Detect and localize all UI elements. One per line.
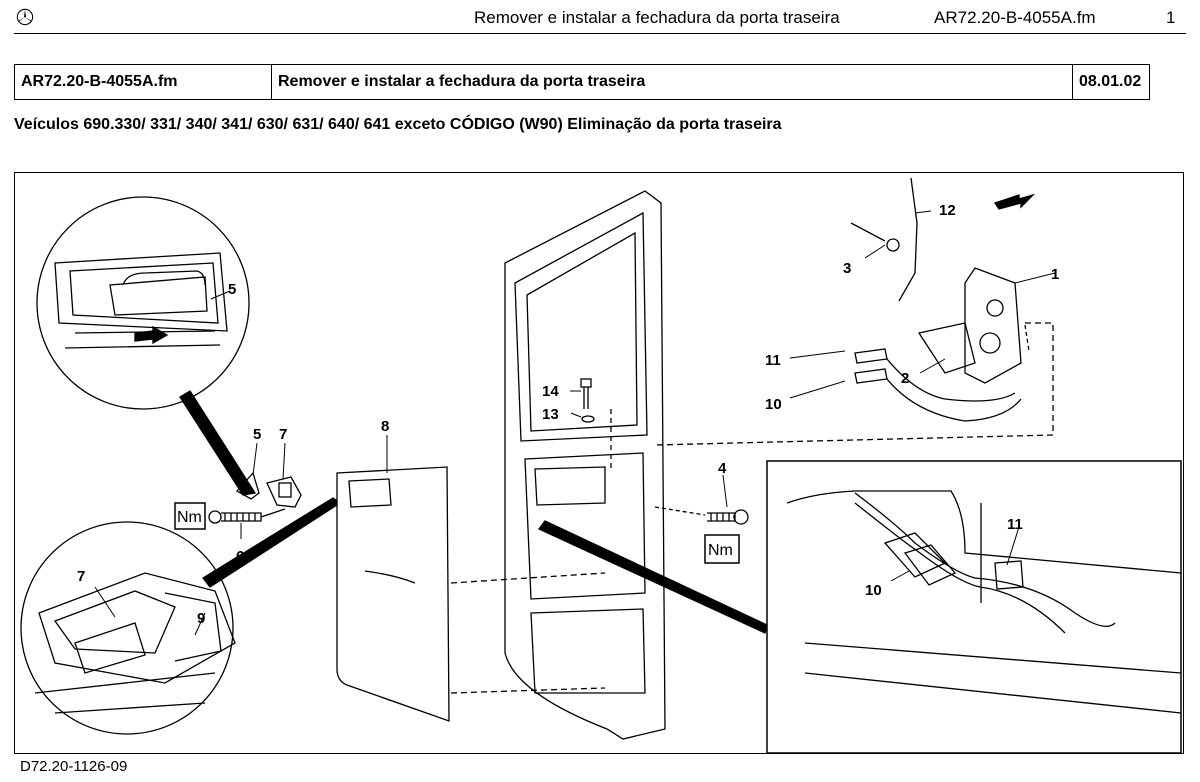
- callout-10: 10: [765, 396, 782, 413]
- callout-5: 5: [253, 426, 261, 443]
- callout-3: 3: [843, 260, 851, 277]
- door-trim-panel: [336, 466, 450, 722]
- leader-lines: [94, 210, 1056, 636]
- header-document-code: AR72.20-B-4055A.fm: [934, 8, 1096, 27]
- detail-pointer-bottom: [202, 497, 342, 588]
- detail-pointer-top: [179, 390, 257, 496]
- callout-12: 12: [939, 202, 956, 219]
- bolt-and-washer: [580, 378, 595, 423]
- handle-clip-parts: [208, 471, 302, 524]
- callout-1: 1: [1051, 266, 1059, 283]
- panel-alignment-lines: [450, 572, 606, 694]
- info-code: AR72.20-B-4055A.fm: [14, 64, 272, 100]
- brand-star-icon: [16, 8, 34, 26]
- lock-assembly: [654, 177, 1054, 446]
- callout-14: 14: [542, 383, 559, 400]
- page-header: Remover e instalar a fechadura da porta …: [0, 0, 1200, 34]
- header-rule: [14, 33, 1186, 34]
- figure-code: D72.20-1126-09: [20, 758, 128, 775]
- callout-11-detail: 11: [1007, 516, 1023, 533]
- exploded-view-figure: 5 5 7 6 8 7 9 14 13 4 12 3 1 2 11 10 11 …: [14, 172, 1184, 754]
- torque-box-right: [704, 534, 740, 564]
- rear-door-frame: [504, 190, 666, 740]
- detail-circle-handle: [36, 196, 250, 410]
- callout-11: 11: [765, 352, 781, 369]
- figure-callouts: 5 5 7 6 8 7 9 14 13 4 12 3 1 2 11 10 11 …: [77, 202, 1059, 627]
- direction-arrow-icon: [993, 193, 1036, 210]
- callout-2: 2: [901, 370, 909, 387]
- header-page-number: 1: [1166, 8, 1176, 27]
- callout-4: 4: [718, 460, 727, 477]
- mounting-screw: [654, 506, 749, 525]
- callout-7: 7: [279, 426, 287, 443]
- callout-13: 13: [542, 406, 559, 423]
- callout-5-detail: 5: [228, 281, 236, 298]
- info-date: 08.01.02: [1072, 64, 1150, 100]
- torque-box-left: [174, 502, 206, 530]
- figure-drawing: 5 5 7 6 8 7 9 14 13 4 12 3 1 2 11 10 11 …: [20, 177, 1182, 753]
- document-info-table: AR72.20-B-4055A.fm Remover e instalar a …: [14, 64, 1150, 100]
- torque-labels: Nm Nm: [177, 509, 733, 559]
- vehicle-applicability: Veículos 690.330/ 331/ 340/ 341/ 630/ 63…: [14, 116, 782, 133]
- torque-label-right: Nm: [708, 542, 733, 559]
- header-title: Remover e instalar a fechadura da porta …: [474, 8, 840, 27]
- detail-pointer-right: [537, 520, 768, 634]
- detail-circle-bracket: [20, 521, 236, 735]
- callout-10-detail: 10: [865, 582, 882, 599]
- detail-box-connectors: [766, 460, 1182, 753]
- info-title: Remover e instalar a fechadura da porta …: [271, 64, 1073, 100]
- callout-8: 8: [381, 418, 389, 435]
- callout-9: 9: [197, 610, 205, 627]
- callout-7-detail: 7: [77, 568, 85, 585]
- torque-label-left: Nm: [177, 509, 202, 526]
- callout-6: 6: [236, 548, 244, 565]
